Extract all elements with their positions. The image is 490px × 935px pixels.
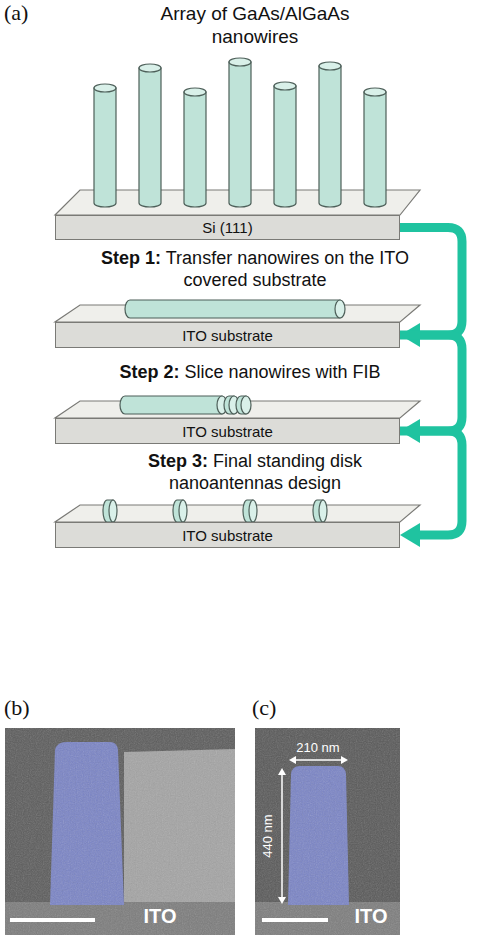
illustration-part: [94, 84, 116, 92]
arrow-line: [400, 431, 462, 535]
illustration-part: [274, 86, 296, 207]
sliced-nanowire: [120, 396, 251, 414]
illustration-part: [281, 774, 283, 898]
substrate-slab: ITO substrate: [55, 322, 400, 348]
illustration-part: [278, 897, 286, 904]
illustration-part: [262, 918, 328, 922]
figure-heading: Array of GaAs/AlGaAs nanowires: [130, 2, 380, 48]
illustration-part: [5, 728, 235, 935]
illustration-part: [341, 756, 348, 764]
illustration-part: [184, 92, 206, 207]
illustration-part: [255, 728, 400, 935]
illustration-part: [319, 62, 341, 70]
illustration-part: [5, 728, 235, 935]
illustration-part: [289, 756, 296, 764]
arrow-head: [400, 323, 420, 347]
illustration-part: [10, 918, 95, 922]
arrow-head: [400, 523, 420, 547]
substrate-label: Si (111): [202, 219, 252, 236]
illustration-part: [295, 759, 342, 761]
process-arrow: [400, 228, 462, 348]
illustration-part: [139, 64, 161, 72]
illustration-part: [255, 728, 400, 935]
illustration-part: [319, 500, 327, 522]
illustration-part: [249, 500, 257, 522]
illustration-part: [184, 88, 206, 96]
lying-nanowire: [125, 300, 345, 318]
process-arrow: [400, 335, 462, 443]
arrow-head: [400, 419, 420, 443]
step-caption: Step 2: Slice nanowires with FIB: [50, 362, 450, 384]
substrate-slab: ITO substrate: [55, 418, 400, 444]
illustration-part: [94, 88, 116, 207]
substrate-tag: ITO: [343, 904, 399, 928]
panel-letter: (a): [4, 0, 64, 27]
substrate-slab: ITO substrate: [55, 522, 400, 548]
step-caption: Step 1: Transfer nanowires on the ITO co…: [95, 248, 415, 292]
illustration-part: [229, 58, 251, 66]
illustration-part: [125, 300, 340, 318]
illustration-part: [120, 396, 222, 414]
substrate-tag: ITO: [128, 904, 192, 928]
substrate-slab: Si (111): [55, 215, 400, 240]
step-caption: Step 3: Final standing disk nanoantennas…: [95, 451, 415, 495]
illustration-part: [139, 68, 161, 207]
illustration-part: [335, 300, 345, 318]
substrate-label: ITO substrate: [182, 327, 273, 344]
dimension: 440 nm: [260, 814, 276, 857]
standing-nanowires: [94, 58, 386, 207]
illustration-part: [109, 500, 117, 522]
illustration-part: [179, 500, 187, 522]
arrow-line: [400, 335, 462, 431]
illustration-part: [229, 62, 251, 207]
sem-image: [5, 728, 235, 935]
process-arrow: [400, 431, 462, 547]
dimension: 210 nm: [278, 740, 358, 756]
panel-letter: (b): [4, 695, 64, 722]
substrate-label: ITO substrate: [182, 423, 273, 440]
substrate-label: ITO substrate: [182, 527, 273, 544]
illustration-part: [364, 92, 386, 207]
standing-disks: [103, 500, 327, 522]
illustration-part: [278, 768, 286, 775]
illustration-part: [274, 82, 296, 90]
illustration-part: [241, 396, 251, 414]
panel-letter: (c): [252, 695, 312, 722]
sem-image: [255, 728, 400, 935]
illustration-part: [319, 66, 341, 207]
arrow-line: [400, 228, 462, 336]
illustration-part: [364, 88, 386, 96]
